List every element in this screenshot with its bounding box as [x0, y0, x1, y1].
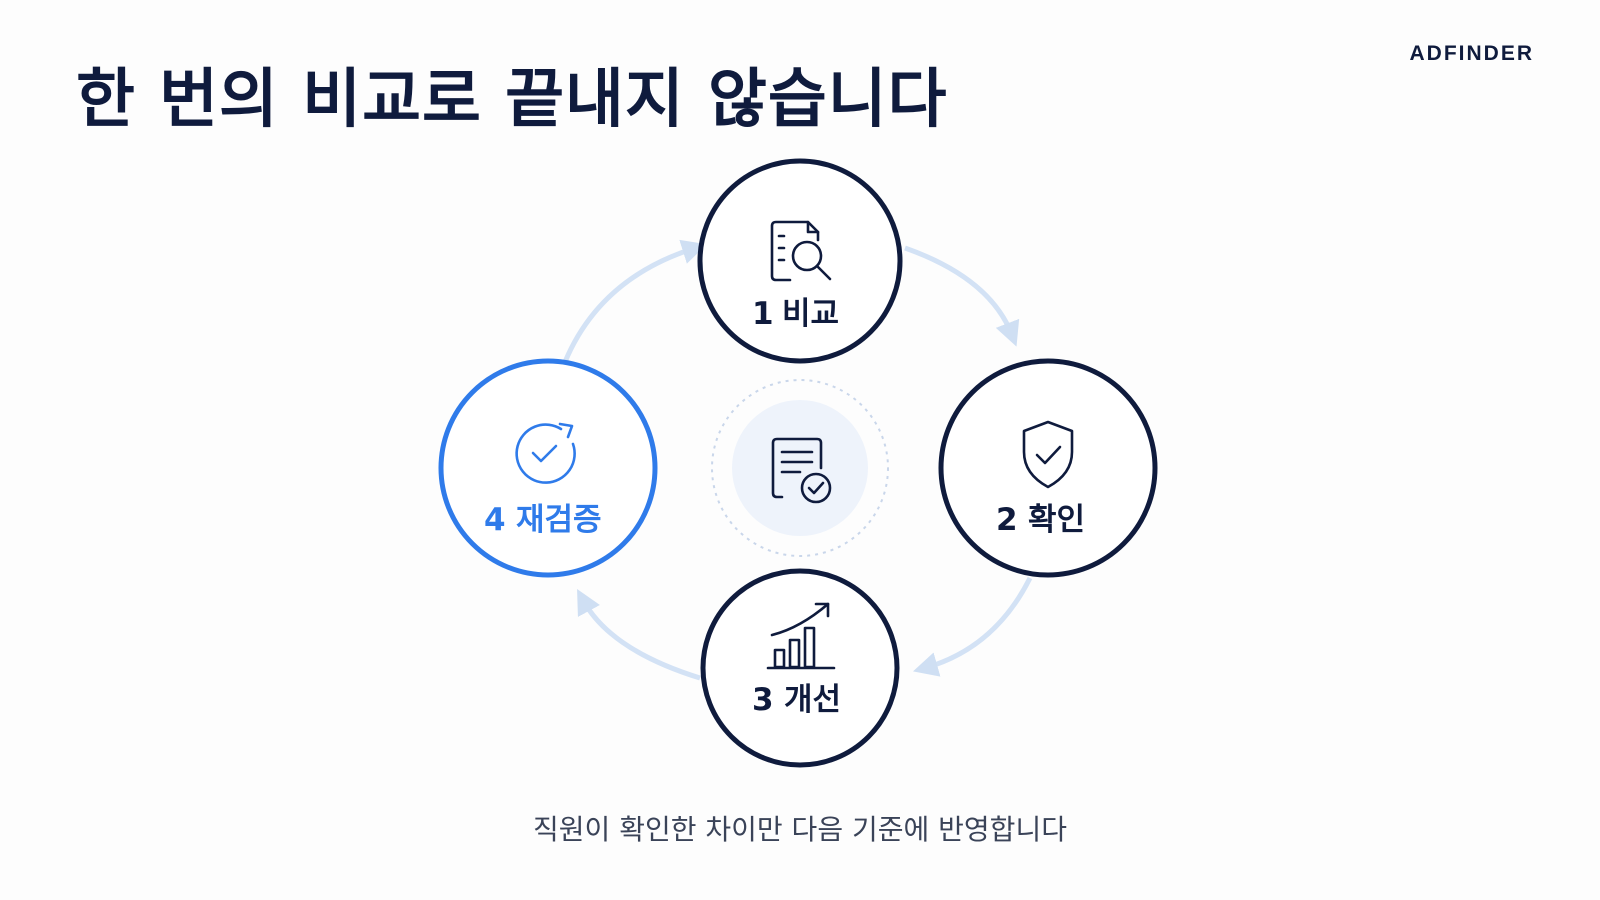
cycle-step-1: 1 비교 — [697, 158, 903, 364]
step-4-label: 재검증 — [516, 502, 602, 538]
arrow-2-to-3 — [912, 576, 1033, 677]
page-title: 한 번의 비교로 끝내지 않습니다 — [76, 63, 948, 137]
center-hub — [711, 379, 889, 557]
step-2-label: 확인 — [1028, 502, 1085, 538]
brand-logo: ADFINDER — [1409, 42, 1534, 65]
arrow-3-to-4 — [577, 589, 701, 681]
cycle-step-4: 4 재검증 — [438, 358, 658, 578]
cycle-step-3: 3 개선 — [700, 568, 900, 768]
step-4-number: 4 — [484, 502, 506, 538]
arrow-1-to-2 — [904, 245, 1020, 347]
step-3-number: 3 — [752, 682, 774, 718]
step-3-label: 개선 — [784, 682, 841, 718]
arrow-4-to-1 — [562, 239, 707, 363]
shield-check-icon — [1022, 420, 1074, 489]
refresh-check-icon — [515, 422, 576, 484]
cycle-step-2: 2 확인 — [938, 358, 1158, 578]
bar-chart-growth-icon — [766, 602, 836, 670]
cycle-arrows — [562, 239, 1033, 681]
document-search-icon — [770, 220, 832, 282]
caption-text: 직원이 확인한 차이만 다음 기준에 반영합니다 — [533, 813, 1067, 846]
step-2-number: 2 — [996, 502, 1018, 538]
step-1-number: 1 — [752, 296, 774, 332]
document-check-icon — [771, 437, 832, 504]
step-1-label: 비교 — [782, 296, 839, 332]
